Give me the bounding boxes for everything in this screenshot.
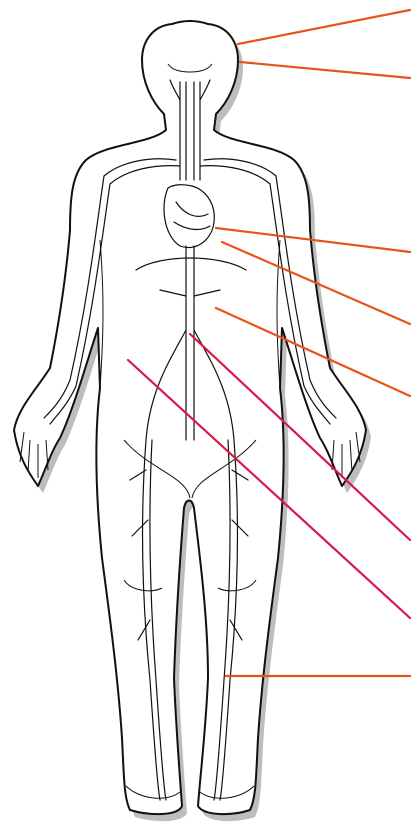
leader-line-head-lower	[240, 62, 410, 78]
leader-line-head-upper	[238, 10, 410, 44]
